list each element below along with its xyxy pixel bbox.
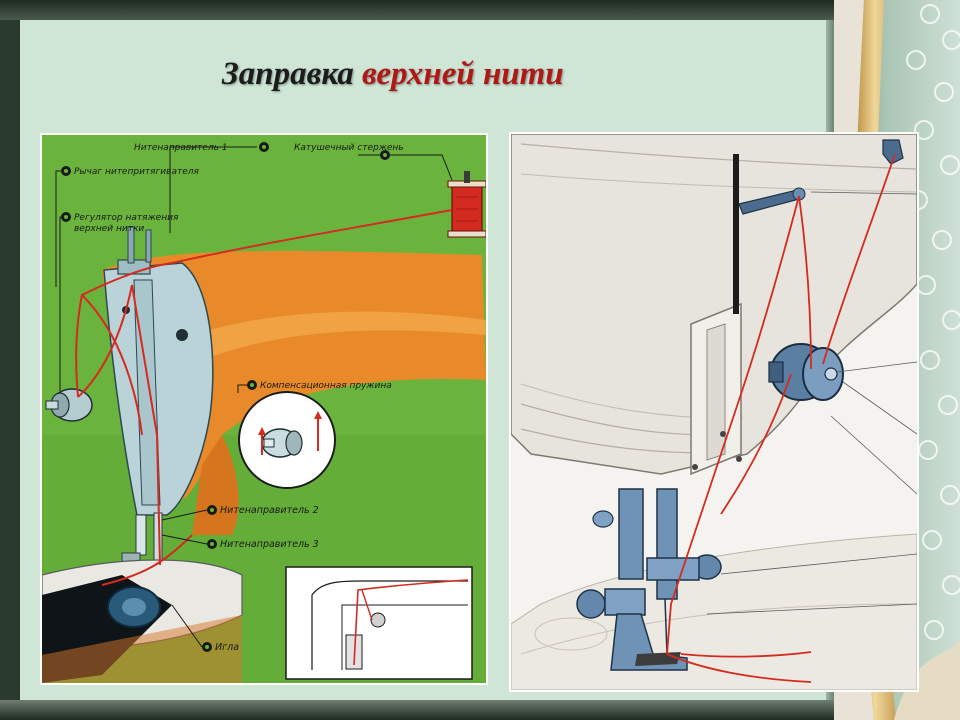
slide-title: Заправка верхней нити	[222, 56, 564, 93]
thread-path	[666, 153, 896, 683]
title-plain: Заправка	[222, 56, 363, 92]
take-up-slot	[733, 154, 739, 314]
tension-unit	[768, 343, 844, 401]
compensation-spring-inset	[238, 391, 336, 489]
slide-frame-top	[0, 0, 960, 20]
label-thread-guide-3: Нитенаправитель 3	[220, 539, 319, 550]
label-thread-guide-2: Нитенаправитель 2	[220, 505, 319, 516]
presser-foot-assembly	[576, 488, 722, 671]
slide-frame-bottom	[0, 700, 960, 720]
threading-diagram-labeled: Нитенаправитель 1 Катушечный стержень Ры…	[40, 133, 488, 685]
machine-bed	[42, 559, 243, 683]
label-take-up-lever: Рычаг нитепритягивателя	[74, 167, 200, 177]
spool-pin-spool	[447, 171, 486, 238]
threading-closeup-illustration	[509, 132, 919, 692]
label-dots	[61, 142, 390, 652]
tension-regulator	[45, 388, 93, 422]
leader-lines	[706, 191, 917, 615]
threading-mini-inset	[285, 566, 473, 680]
take-up-lever	[738, 187, 806, 215]
label-thread-guide-1: Нитенаправитель 1	[134, 143, 228, 153]
label-tension-regulator-2: верхней нитки	[74, 224, 144, 234]
label-tension-regulator-1: Регулятор натяжения	[74, 213, 179, 223]
label-spool-pin: Катушечный стержень	[294, 143, 404, 153]
label-needle: Игла	[215, 642, 239, 653]
label-compensation-spring: Компенсационная пружина	[260, 381, 392, 391]
thread-path	[75, 209, 453, 586]
title-accent: верхней нити	[362, 56, 564, 92]
thread-guide-top	[882, 139, 904, 165]
